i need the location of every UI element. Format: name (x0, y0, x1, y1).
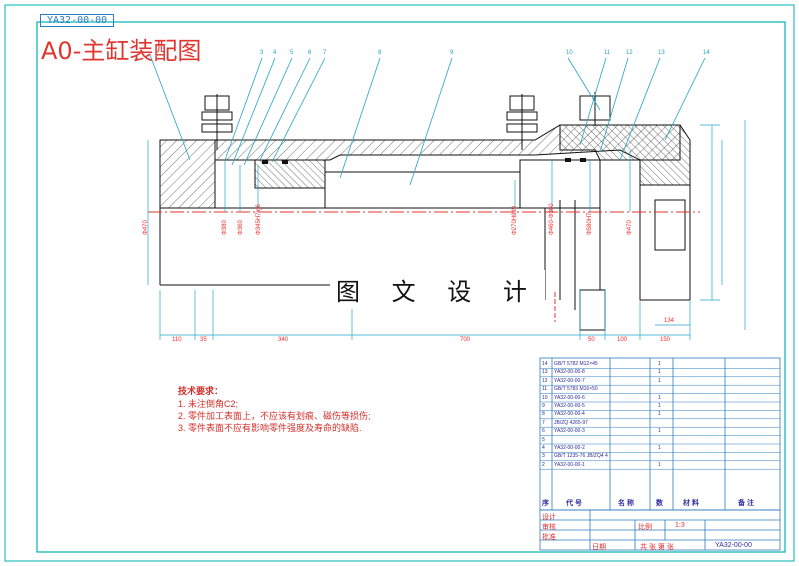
leaders (149, 54, 706, 186)
part-number-label: 12 (626, 50, 633, 56)
bom-cell: YA32-00-00-2 (554, 445, 585, 451)
vertical-dimension-label: Φ470 (143, 220, 149, 235)
end-head (559, 124, 691, 186)
bom-cell: 11 (542, 386, 548, 393)
bom-header-cell: 名 称 (618, 500, 634, 507)
bom-cell: YA32-00-00-5 (554, 403, 585, 409)
bom-cell: 1 (658, 377, 661, 384)
scale-label: 比例 (638, 524, 652, 531)
watermark-text: 图 文 设 计 (330, 270, 545, 309)
bom-cell: 3 (542, 453, 545, 460)
bom-cell: YA32-00-00-8 (554, 369, 585, 376)
part-number-label: 7 (323, 50, 327, 56)
sheet-label: 共 张 第 张 (640, 544, 674, 551)
scale-value: 1:3 (675, 522, 685, 529)
bolt-right (579, 92, 611, 126)
bom-cell: GB/T 5783 M16×50 (554, 386, 598, 393)
bom-cell: 13 (542, 369, 548, 376)
bom-cell: 1 (658, 428, 661, 435)
bom-cell: 1 (658, 394, 661, 401)
bolt-middle (506, 94, 538, 150)
date-label: 日期 (592, 544, 606, 551)
bom-cell: 2 (542, 461, 545, 468)
vertical-dimension-label: Φ380 (222, 220, 228, 235)
drawing-code-top: YA32-00-00 (40, 14, 115, 27)
left-flange (159, 139, 216, 209)
bom-header-cell: 数 (656, 500, 663, 507)
bom-cell: 10 (542, 394, 548, 401)
dimension-label: 134 (664, 318, 675, 324)
check-label: 审核 (542, 524, 556, 531)
dimension-label: 100 (617, 337, 628, 343)
bom-cell: 9 (542, 403, 545, 409)
part-number-label: 5 (290, 50, 294, 56)
bom-cell: 5 (542, 436, 545, 443)
bom-header-cell: 代 号 (566, 500, 582, 507)
dimension-label: 150 (660, 337, 671, 343)
bom-cell: 14 (542, 361, 548, 367)
dimension-label: 340 (278, 337, 289, 343)
bom-cell: YA32-00-00-7 (554, 377, 585, 384)
design-label: 设计 (542, 514, 556, 521)
bom-cell: GB/T 1235-76 JB/ZQ4 4 (554, 453, 608, 460)
dimension-label: 35 (200, 337, 207, 343)
vertical-dimension-label: Φ470 (627, 220, 633, 235)
dim-lines (147, 120, 746, 340)
bom-cell: 1 (658, 461, 661, 468)
bom-cell: 1 (658, 361, 661, 367)
bom-cell: JB/ZQ 4265-97 (554, 419, 588, 426)
bom-cell: GB/T 5782 M12×45 (554, 361, 598, 367)
dimension-label: 50 (588, 337, 595, 343)
bom-cell: 12 (542, 377, 548, 384)
drawing-number: YA32-00-00 (715, 542, 752, 549)
vertical-dimension-label: Φ580H7 (587, 212, 593, 235)
piston-rod (324, 171, 521, 209)
bom-cell: 6 (542, 428, 545, 435)
tech-note-line: 1. 未注倒角C2; (178, 399, 239, 409)
tech-note-line: 3. 零件表面不应有影响零件强度及寿命的缺陷. (178, 423, 362, 433)
part-number-label: 14 (703, 50, 710, 56)
part-number-label: 6 (308, 50, 312, 56)
inner-border (36, 21, 786, 553)
part-number-label: 3 (260, 50, 264, 56)
vertical-dimension-label: Φ345H7/g6 (256, 204, 262, 235)
bom-cell: YA32-00-00-1 (554, 461, 585, 468)
part-number-label: 8 (378, 50, 382, 56)
part-number-label: 11 (604, 50, 611, 56)
guide-sleeve (254, 159, 326, 189)
dimension-label: 700 (460, 337, 471, 343)
drawing-title: A0-主缸装配图 (41, 37, 202, 65)
dimension-label: 110 (172, 337, 182, 343)
part-number-label: 4 (273, 50, 277, 56)
bom-header-cell: 材 料 (683, 500, 699, 507)
approve-label: 批准 (542, 534, 556, 541)
bom-cell: 1 (658, 445, 661, 451)
bom-cell: 1 (658, 403, 661, 409)
vertical-dimension-label: Φ270H8/f9 (512, 205, 518, 235)
part-number-label: 10 (566, 50, 573, 56)
bom-cell: 1 (658, 411, 661, 418)
bom-cell: 4 (542, 445, 545, 451)
bom-header-cell: 序 (542, 500, 549, 507)
outer-border (4, 4, 795, 562)
bom-header-cell: 备 注 (738, 500, 754, 507)
vertical-dimension-label: Φ360 (238, 220, 244, 235)
bom-cell: 8 (542, 411, 545, 418)
part-number-label: 9 (450, 50, 454, 56)
bom-cell: 1 (658, 369, 661, 376)
bom-cell: 7 (542, 419, 545, 426)
tech-note-line: 2. 零件加工表面上，不应该有划痕、磁伤等损伤; (178, 411, 371, 421)
bom-cell: YA32-00-00-3 (554, 428, 585, 435)
part-number-label: 13 (658, 50, 665, 56)
vertical-dimension-label: Φ460-Φ360 (549, 203, 555, 235)
bolt-left (201, 94, 233, 150)
bom-cell: YA32-00-00-6 (554, 394, 585, 401)
tech-notes-title: 技术要求： (178, 386, 224, 396)
title-block-grid (539, 509, 781, 551)
bom-cell: YA32-00-00-4 (554, 411, 585, 418)
